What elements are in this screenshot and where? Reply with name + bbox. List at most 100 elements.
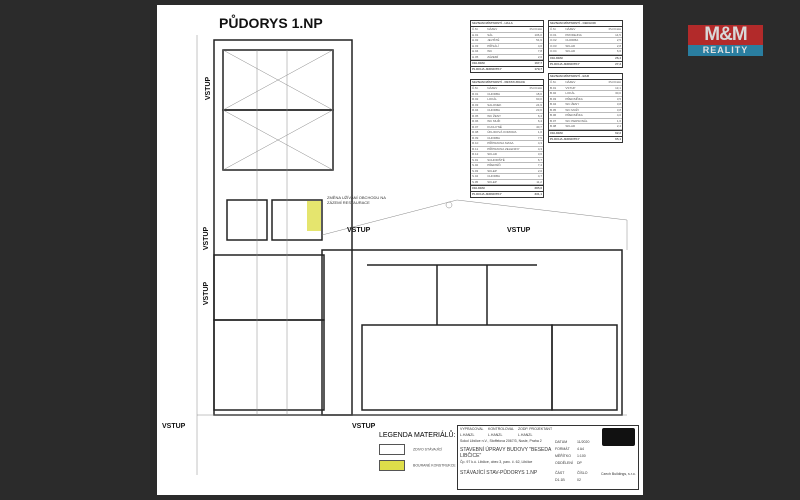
table-cell: 14,5 [615,32,621,37]
table-cell: WC MUŽI [565,107,579,112]
annotation: ZMĚNA UŽÍVÁNÍ OBCHODU NA ZÁZEMÍ RESTAURA… [327,195,386,205]
table-cell: 23,6 [536,108,542,112]
table-cell: ÚKLIDOVÁ KOMORA [487,130,517,134]
table-cell: 40,7 [536,124,542,129]
table-cell: R.09 [472,135,479,140]
table-cell: SKLAD [487,152,498,156]
table-cell: WC ŽENY [487,113,502,118]
table-cell: SKLEP [487,168,497,173]
tb-scale: 1:100 [577,454,586,458]
title-block: VYPRACOVAL KONTROLOVAL ZODP. PROJEKTANT … [457,425,639,490]
table-cell: R.02 [472,97,479,101]
legend-swatch [379,460,405,471]
floor-plan-sheet: PŮDORYS 1.NP VSTUP VSTUP VSTUP VSTUP VST… [157,5,643,495]
table-cell: H.01 [472,32,479,37]
table-cell: 106,0 [534,32,542,37]
table-cell: R.04 [472,108,479,112]
table-cell: 13,1 [615,85,621,90]
tb-drew-label: VYPRACOVAL [460,427,484,431]
survey-point [445,201,453,209]
table-cell: 2,0 [537,168,542,173]
table-cell: H.03 [472,43,479,48]
tb-format-label: FORMÁT [555,447,570,451]
entrance-label: VSTUP [352,423,376,430]
table-cell: PŘÍSÁLÍ [487,43,499,48]
area-label: PLOCHA JEDNOTKY [472,67,502,71]
table-cell: CHODBA [487,174,501,178]
table-cell: 2,8 [616,43,621,48]
room-marking [222,109,334,171]
header-cell: Č.M. [472,27,479,31]
legend: LEGENDA MATERIÁLŮ: ZDIVO STÁVAJÍCÍ BOURA… [379,432,456,471]
table-cell: S.02 [472,163,479,167]
room-h02-stage [551,324,618,411]
table-cell: R.01 [472,91,479,96]
table-cell: H.05 [472,54,479,59]
tb-name: L.HANZL [518,433,533,437]
table-cell: SÁL [487,32,493,37]
tb-stage: DP [577,461,582,465]
table-cell: S.05 [472,179,479,184]
area-label: PLOCHA JEDNOTKY [550,136,580,141]
tb-project: STAVEBNÍ ÚPRAVY BUDOVY "BESEDA LIBČICE" [460,447,552,459]
room-table-title: SEZNAM MÍSTNOSTÍ - HALA [471,21,543,27]
table-cell: H.04 [472,49,479,53]
table-cell: O.03 [550,43,557,48]
table-cell: JEVIŠTĚ [487,38,500,42]
building-outline-main [321,249,623,416]
table-cell: WC [487,49,493,53]
logo-main: M&M [688,25,763,45]
tb-investor: Sokol Libčice n.V., Stoffelova 2067/3, N… [460,439,542,443]
table-cell: B.07 [550,118,557,123]
table-cell: R.06 [472,119,479,123]
room-o01 [226,199,268,241]
tb-sheet: 02 [577,478,581,482]
tb-format: 4 A4 [577,447,585,451]
area-value: 27,3 [615,61,621,66]
tb-sheet-label: ČÍSLO [577,471,588,475]
area-label: PLOCHA JEDNOTKY [472,192,502,196]
room-o02 [271,199,323,241]
header-cell: PLOCHA [529,27,542,31]
header-cell: PLOCHA [529,86,542,90]
header-cell: Č.M. [550,27,557,31]
table-cell: 3,6 [537,152,542,156]
header-cell: Č.M. [550,80,557,84]
table-cell: 1,0 [537,130,542,134]
total-label: CELKEM [550,130,563,135]
total-label: CELKEM [550,55,563,60]
table-cell: 4,3 [537,146,542,151]
table-cell: ZÁZEMÍ [487,54,499,59]
table-cell: B.03 [550,96,557,101]
table-cell: 7,4 [537,163,542,167]
room-b01 [213,254,325,321]
table-cell: 6,6 [616,49,621,53]
table-cell: B.05 [550,107,557,112]
table-cell: 7,5 [537,135,542,140]
